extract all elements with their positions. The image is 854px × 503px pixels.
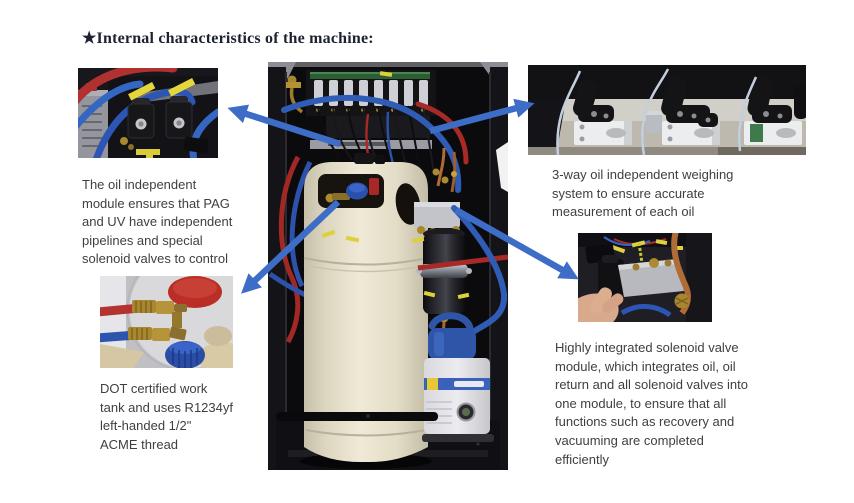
machine-interior-photo — [268, 62, 508, 470]
three-way-weighing-system-photo — [528, 65, 806, 155]
oil-independent-module-photo — [78, 68, 218, 158]
caption-weighing-system: 3-way oil independent weighing system to… — [552, 167, 734, 220]
machine-interior-illustration — [268, 62, 508, 470]
oil-module-illustration — [78, 68, 218, 158]
weighing-system-illustration — [528, 65, 806, 155]
caption-oil-independent-module: The oil independent module ensures that … — [82, 177, 233, 267]
dot-tank-illustration — [100, 276, 233, 368]
solenoid-module-illustration — [578, 233, 712, 322]
page-title: ★Internal characteristics of the machine… — [82, 30, 374, 47]
caption-dot-work-tank: DOT certified work tank and uses R1234yf… — [100, 381, 233, 452]
dot-work-tank-photo — [100, 276, 233, 368]
caption-solenoid-valve-module: Highly integrated solenoid valve module,… — [555, 340, 748, 467]
integrated-solenoid-valve-module-photo — [578, 233, 712, 322]
